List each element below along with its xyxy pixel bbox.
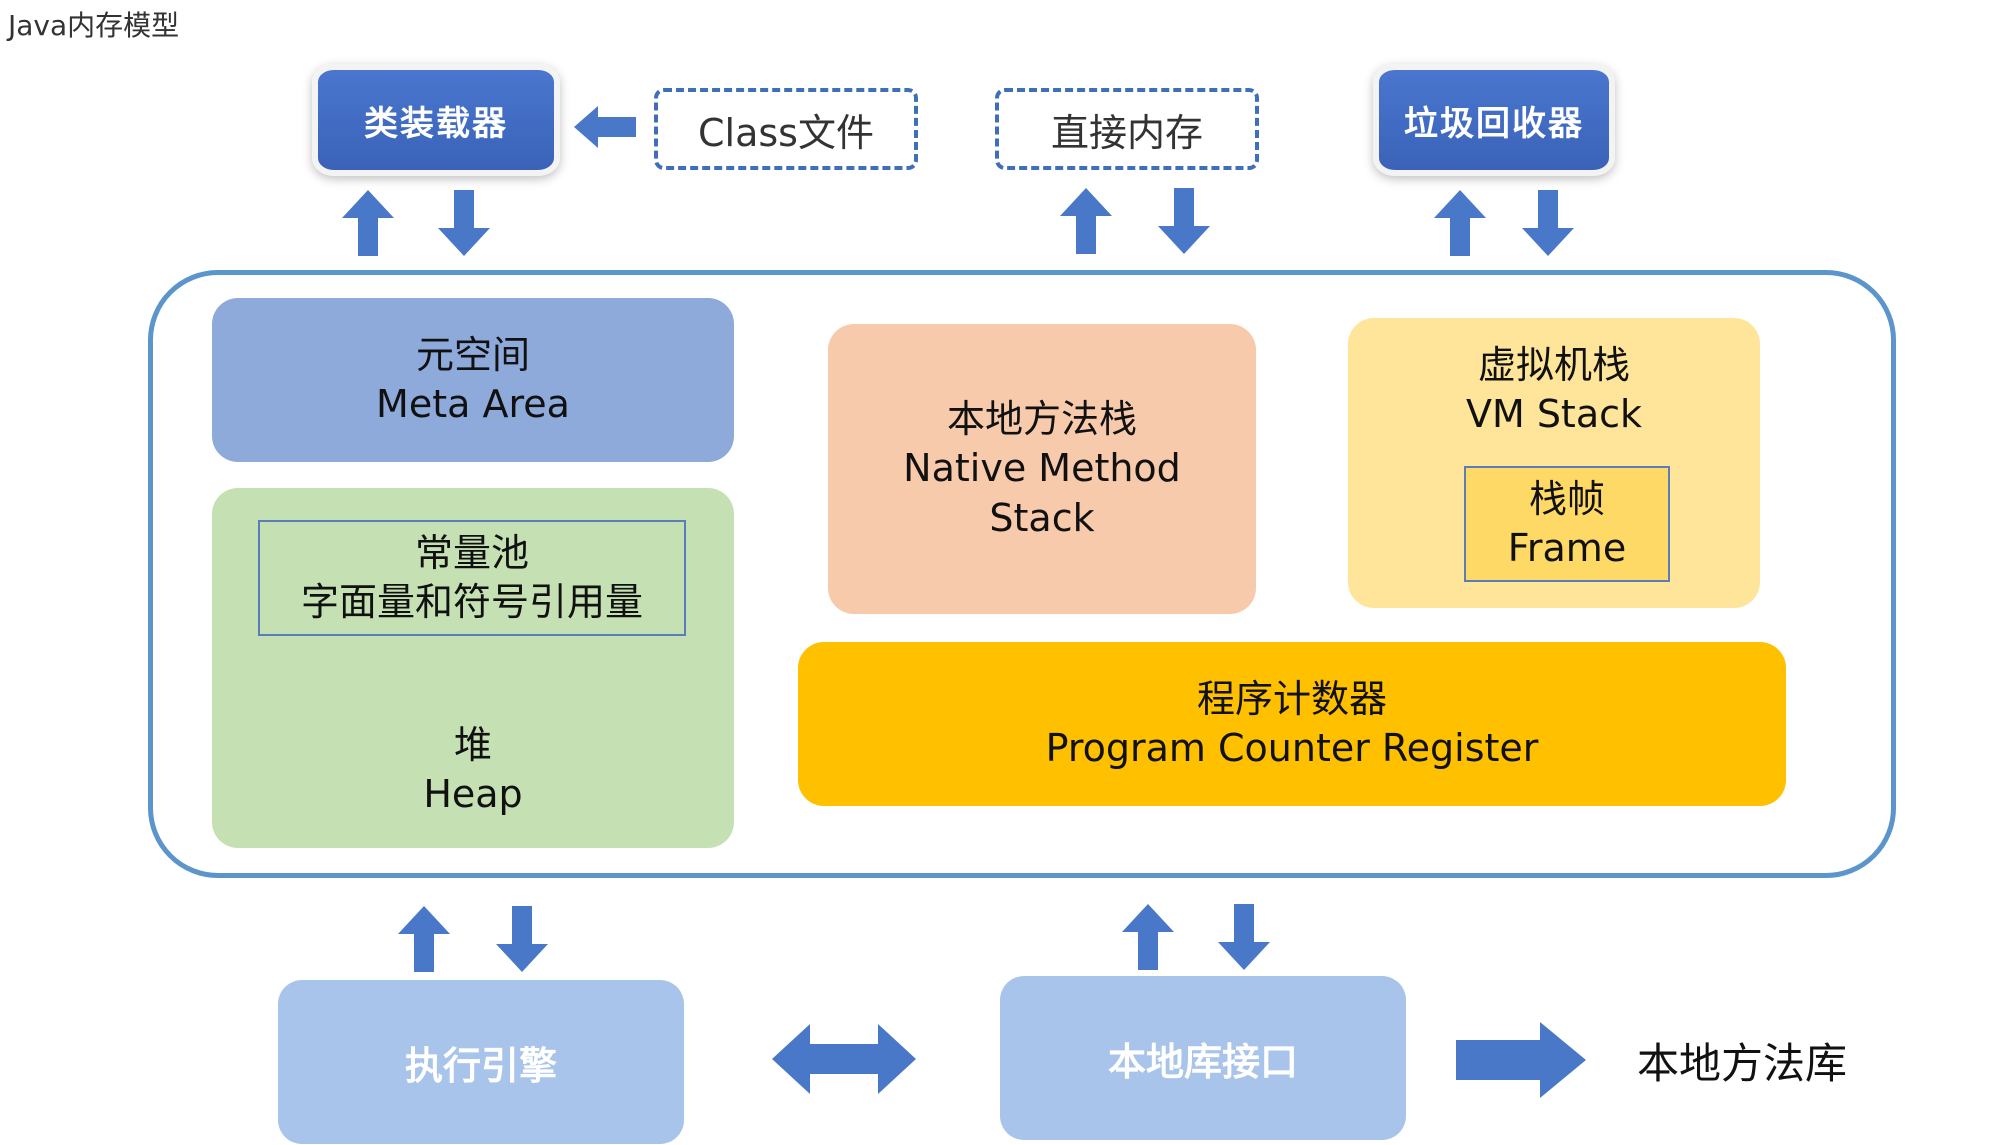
native-interface-label: 本地库接口 bbox=[1107, 1039, 1298, 1084]
arrow-down-icon bbox=[1158, 188, 1210, 254]
vm-stack-box: 虚拟机栈 VM Stack 栈帧 Frame bbox=[1348, 318, 1760, 608]
double-arrow-icon bbox=[772, 1024, 916, 1094]
heap-label: 堆 Heap bbox=[212, 718, 734, 822]
arrow-up-icon bbox=[342, 190, 394, 256]
pc-zh: 程序计数器 bbox=[1196, 676, 1387, 721]
arrow-right-icon bbox=[1456, 1022, 1586, 1098]
native-library-label: 本地方法库 bbox=[1622, 1022, 1862, 1098]
execution-engine-label: 执行引擎 bbox=[404, 1043, 557, 1088]
native-interface-box: 本地库接口 bbox=[1000, 976, 1406, 1140]
class-file-label: Class文件 bbox=[698, 110, 874, 155]
arrow-down-icon bbox=[438, 190, 490, 256]
constant-pool-sub: 字面量和符号引用量 bbox=[300, 580, 643, 624]
direct-memory-label: 直接内存 bbox=[1050, 110, 1203, 155]
constant-pool-zh: 常量池 bbox=[414, 530, 529, 575]
native-library-text: 本地方法库 bbox=[1636, 1038, 1847, 1088]
arrow-up-icon bbox=[1122, 904, 1174, 970]
constant-pool-box: 常量池 字面量和符号引用量 bbox=[258, 520, 686, 636]
native-method-stack-box: 本地方法栈 Native Method Stack bbox=[828, 324, 1256, 614]
vm-stack-label: 虚拟机栈 VM Stack bbox=[1348, 338, 1760, 442]
vm-stack-en: VM Stack bbox=[1465, 392, 1643, 436]
program-counter-box: 程序计数器 Program Counter Register bbox=[798, 642, 1786, 806]
arrow-up-icon bbox=[1434, 190, 1486, 256]
heap-en: Heap bbox=[423, 772, 523, 816]
pc-en: Program Counter Register bbox=[1045, 726, 1539, 770]
meta-area-zh: 元空间 bbox=[415, 332, 530, 377]
native-stack-zh: 本地方法栈 bbox=[946, 396, 1137, 441]
native-stack-en1: Native Method bbox=[903, 446, 1181, 491]
vm-stack-zh: 虚拟机栈 bbox=[1477, 342, 1630, 387]
heap-zh: 堆 bbox=[453, 722, 492, 767]
meta-area-box: 元空间 Meta Area bbox=[212, 298, 734, 462]
stack-frame-en: Frame bbox=[1507, 526, 1627, 570]
arrow-down-icon bbox=[1522, 190, 1574, 256]
direct-memory-box: 直接内存 bbox=[995, 88, 1259, 170]
arrow-up-icon bbox=[1060, 188, 1112, 254]
meta-area-en: Meta Area bbox=[376, 382, 570, 426]
stack-frame-box: 栈帧 Frame bbox=[1464, 466, 1670, 582]
arrow-up-icon bbox=[398, 906, 450, 972]
stack-frame-zh: 栈帧 bbox=[1528, 476, 1605, 521]
native-stack-en2: Stack bbox=[989, 495, 1095, 540]
arrow-left-icon bbox=[574, 106, 636, 148]
classloader-box: 类装载器 bbox=[312, 64, 560, 176]
page-title: Java内存模型 bbox=[8, 9, 180, 42]
class-file-box: Class文件 bbox=[654, 88, 918, 170]
classloader-label: 类装载器 bbox=[364, 103, 508, 144]
execution-engine-box: 执行引擎 bbox=[278, 980, 684, 1144]
arrow-down-icon bbox=[1218, 904, 1270, 970]
gc-label: 垃圾回收器 bbox=[1404, 103, 1584, 144]
heap-box: 常量池 字面量和符号引用量 堆 Heap bbox=[212, 488, 734, 848]
arrow-down-icon bbox=[496, 906, 548, 972]
gc-box: 垃圾回收器 bbox=[1373, 64, 1615, 176]
